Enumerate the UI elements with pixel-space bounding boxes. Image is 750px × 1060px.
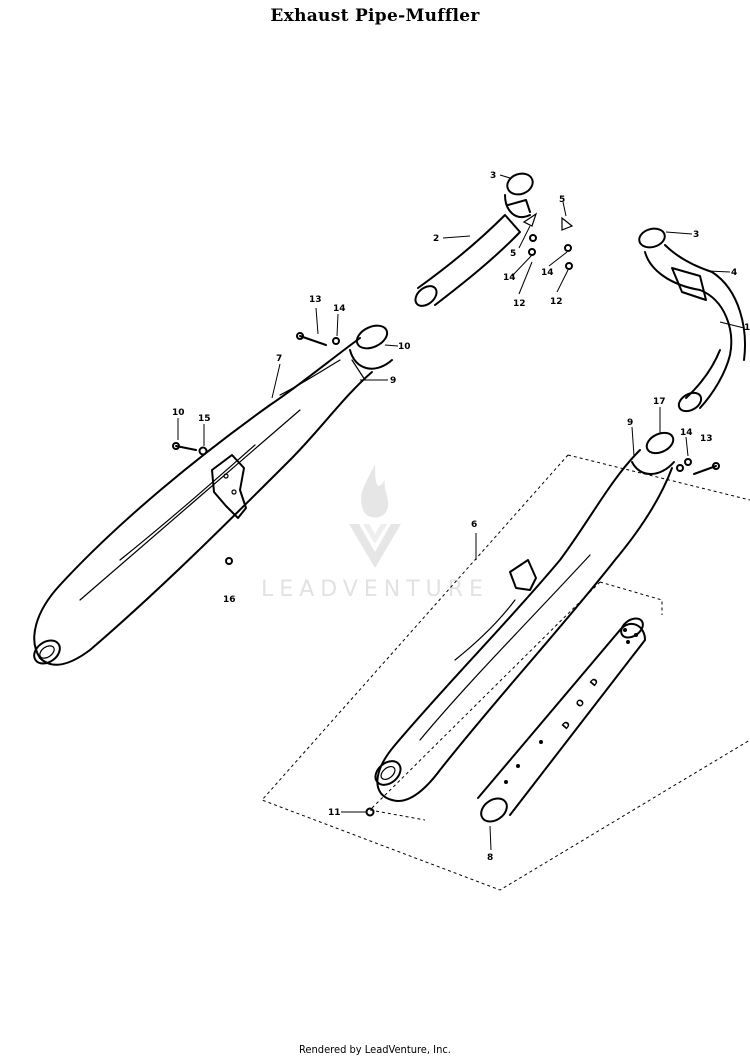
callout-8: 8 — [487, 853, 493, 863]
left-muffler — [33, 324, 393, 666]
callout-5-top: 5 — [559, 195, 565, 205]
callout-10-top: 10 — [398, 342, 411, 352]
nut-16-part — [225, 557, 233, 565]
svg-text:O: O — [575, 697, 588, 710]
pipe-2-hardware — [522, 212, 574, 270]
exhaust-pipe-2 — [414, 172, 534, 307]
leader-lines — [177, 174, 745, 851]
right-muffler — [374, 431, 675, 802]
callout-4: 4 — [731, 268, 737, 278]
exhaust-pipe-1 — [638, 227, 746, 413]
callout-9-left: 9 — [390, 376, 396, 386]
left-mount-bolt — [172, 442, 208, 456]
callout-3-left: 3 — [490, 171, 496, 181]
callout-5-left: 5 — [510, 249, 516, 259]
callout-3-right: 3 — [693, 230, 699, 240]
baffle-boundary — [368, 581, 663, 821]
callout-13-right: 13 — [700, 434, 713, 444]
callout-17: 17 — [653, 397, 666, 407]
callout-numbers: 1 2 3 3 4 5 5 6 7 8 9 9 10 10 11 12 12 1… — [172, 171, 750, 863]
svg-text:D: D — [589, 677, 601, 689]
callout-14-left: 14 — [333, 304, 346, 314]
callout-6: 6 — [471, 520, 477, 530]
callout-14-right: 14 — [541, 268, 554, 278]
muffler-assembly-boundary — [261, 454, 750, 891]
callout-15: 15 — [198, 414, 211, 424]
callout-16: 16 — [223, 595, 236, 605]
callout-1: 1 — [744, 323, 750, 333]
callout-13-left: 13 — [309, 295, 322, 305]
callout-14-middle: 14 — [503, 273, 516, 283]
baffle-tube: D O D — [477, 617, 646, 823]
callout-12-left: 12 — [513, 299, 526, 309]
svg-text:D: D — [561, 720, 573, 732]
nut-11-part — [365, 807, 375, 817]
callout-7: 7 — [276, 354, 282, 364]
callout-12-right: 12 — [550, 297, 563, 307]
footer-credit: Rendered by LeadVenture, Inc. — [299, 1043, 451, 1056]
callout-14-lower: 14 — [680, 428, 693, 438]
callout-9-right: 9 — [627, 418, 633, 428]
callout-2: 2 — [433, 234, 439, 244]
diagram-title: Exhaust Pipe-Muffler — [270, 6, 480, 26]
callout-10-left: 10 — [172, 408, 185, 418]
left-clamp-bolt — [296, 332, 340, 346]
right-clamp-bolt — [676, 458, 720, 475]
callout-11: 11 — [328, 808, 341, 818]
